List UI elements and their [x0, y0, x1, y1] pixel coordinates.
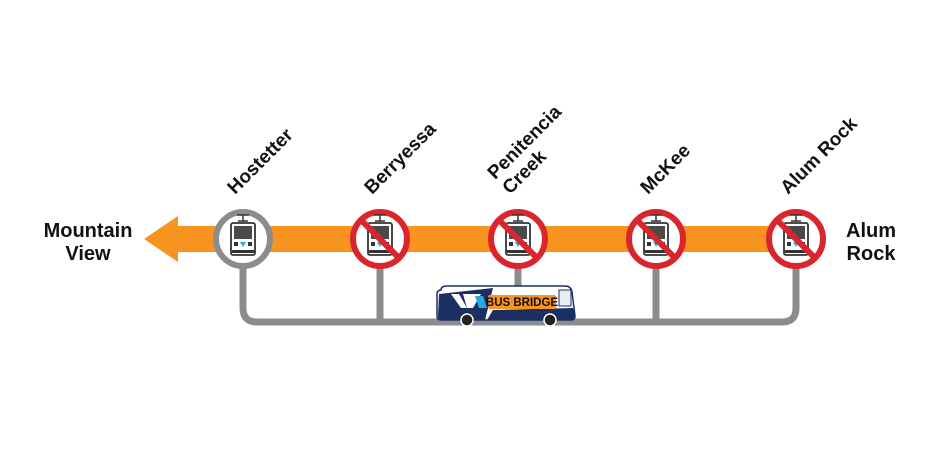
west-end-line1: Mountain: [44, 220, 133, 242]
station-label-hostetter: Hostetter: [224, 124, 298, 198]
bus-label: BUS BRIDGE: [486, 297, 559, 309]
train-icon: [230, 214, 256, 256]
west-end-label: Mountain View: [44, 220, 133, 265]
station-name: McKee: [637, 140, 695, 198]
station-name: Alum Rock: [777, 113, 862, 198]
bus-front-wheel: [543, 313, 557, 327]
station-name: Hostetter: [224, 124, 298, 198]
station-label-mckee: McKee: [637, 140, 695, 198]
no-service-slash-icon: [634, 217, 678, 261]
bus-rear-wheel: [460, 313, 474, 327]
west-end-line2: View: [65, 243, 111, 265]
east-end-label: Alum Rock: [846, 220, 896, 265]
station-label-berryessa: Berryessa: [361, 118, 441, 198]
east-end-line2: Rock: [847, 243, 897, 265]
west-arrow-icon: [144, 216, 178, 262]
bus-windshield: [558, 289, 572, 307]
east-end-line1: Alum: [846, 220, 896, 242]
station-label-alum-rock: Alum Rock: [777, 113, 862, 198]
no-service-slash-icon: [496, 217, 540, 261]
bus-bridge-vehicle: BUS BRIDGE: [436, 285, 576, 327]
station-name: Berryessa: [361, 118, 441, 198]
no-service-slash-icon: [358, 217, 402, 261]
no-service-slash-icon: [774, 217, 818, 261]
vta-logo-icon: [451, 294, 487, 308]
bus-label-panel: [488, 295, 556, 309]
